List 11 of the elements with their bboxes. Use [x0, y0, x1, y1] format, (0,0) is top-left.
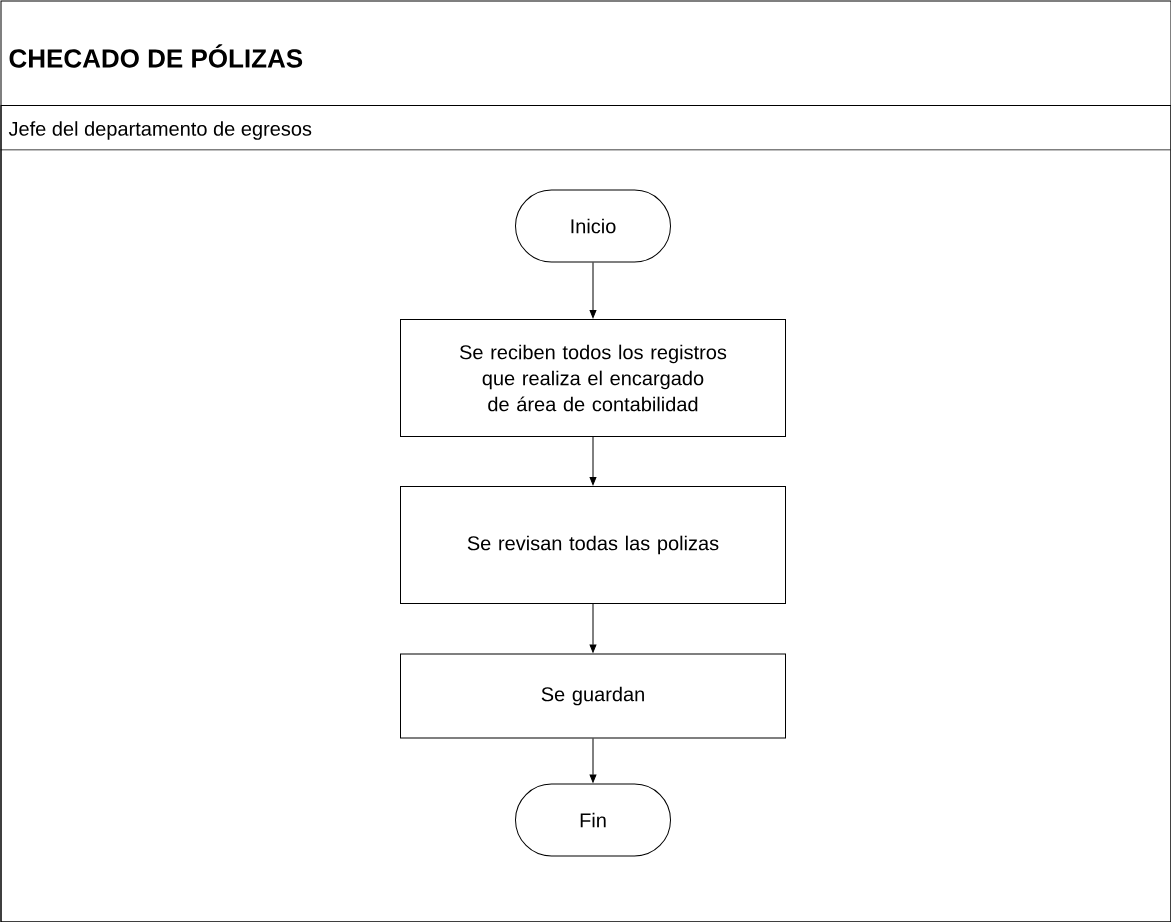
arrow — [589, 738, 597, 783]
terminator: Fin — [515, 783, 671, 857]
terminator: Inicio — [515, 189, 671, 263]
pool-title: CHECADO DE PÓLIZAS — [9, 44, 303, 68]
arrow — [589, 436, 597, 486]
process-box: Se revisan todas las polizas — [400, 486, 786, 604]
lane-title: Jefe del departamento de egresos — [8, 121, 312, 140]
arrow — [589, 262, 597, 319]
arrow — [589, 603, 597, 653]
process-box: Se guardan — [400, 653, 786, 739]
process-box: Se reciben todos los registros que realiza el encargado de área de contabilidad — [400, 319, 786, 437]
